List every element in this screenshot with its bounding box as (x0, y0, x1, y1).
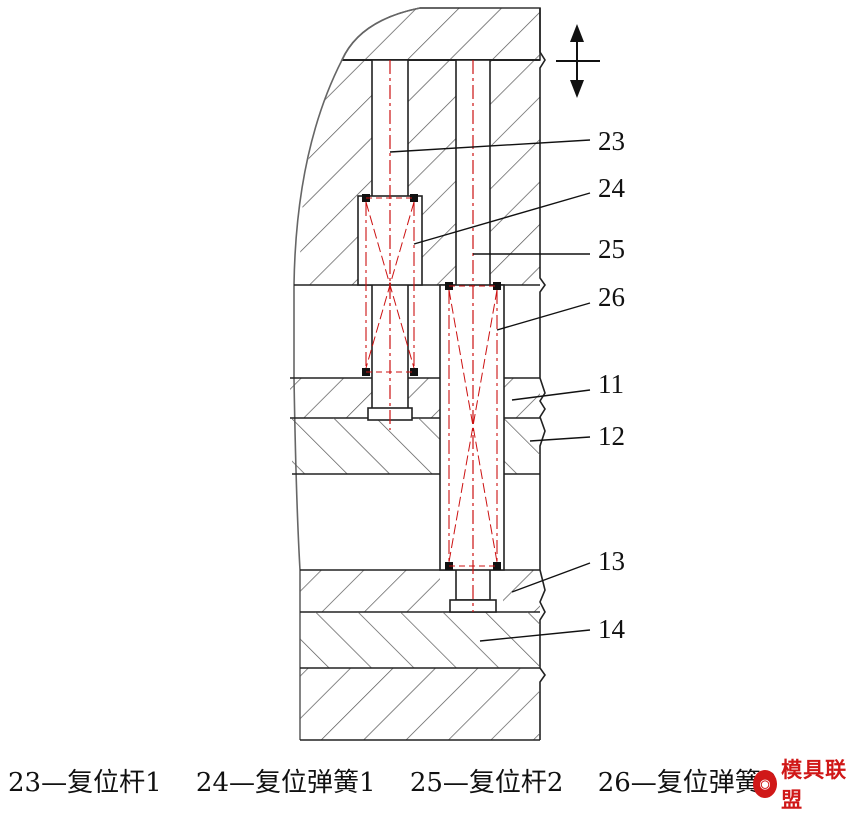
reset-rod-2 (439, 59, 505, 613)
right-edge (539, 8, 546, 740)
callout-11: 11 (598, 369, 624, 399)
plate-14 (300, 612, 540, 741)
reset-spring-2 (445, 282, 501, 570)
callout-12: 12 (598, 421, 625, 451)
reset-rod-1 (357, 59, 423, 430)
outer-contour (293, 7, 421, 740)
plate-13 (300, 569, 540, 613)
caption-item-25: 25—复位杆2 (409, 768, 564, 798)
caption-item-23: 23—复位杆1 (8, 768, 162, 798)
watermark-logo: ◉ 模具联盟 (753, 758, 857, 812)
watermark-text: 模具联盟 (781, 758, 848, 812)
leader-lines (389, 139, 591, 642)
plate-11 (290, 377, 540, 419)
watermark-logo-icon: ◉ (753, 770, 778, 798)
double-arrow-icon (556, 24, 600, 98)
callout-23: 23 (598, 126, 625, 156)
callout-13: 13 (598, 546, 625, 576)
caption-item-24: 24—复位弹簧1 (195, 768, 376, 798)
mold-section-diagram: 23 24 25 26 11 12 13 14 (290, 7, 626, 741)
callout-26: 26 (598, 282, 625, 312)
callout-25: 25 (598, 234, 625, 264)
caption-item-26: 26—复位弹簧2 (597, 768, 778, 798)
callout-24: 24 (598, 173, 626, 203)
figure-caption: 23—复位杆1 24—复位弹簧1 25—复位杆2 26—复位弹簧2 (8, 762, 861, 799)
callout-14: 14 (598, 614, 626, 644)
reset-spring-1 (362, 194, 418, 376)
plate-12 (292, 418, 540, 475)
